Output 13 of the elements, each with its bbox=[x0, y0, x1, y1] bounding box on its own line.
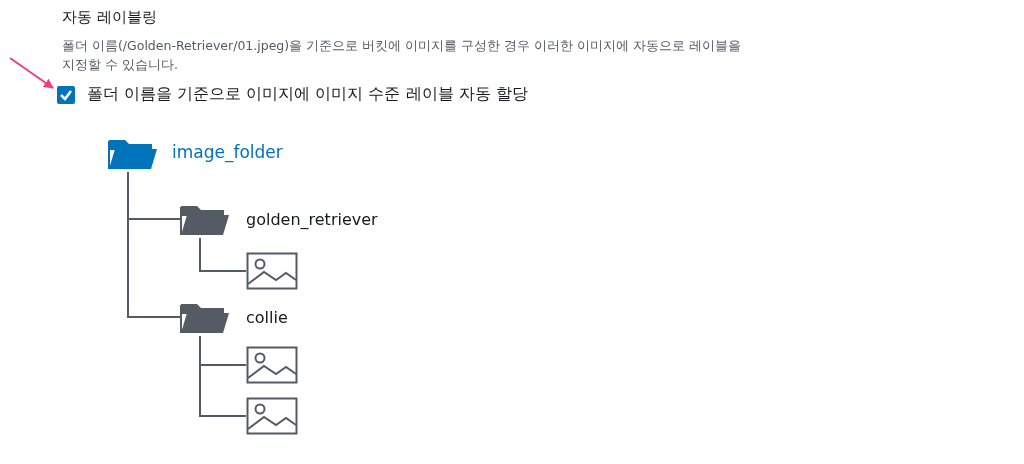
folder-name: golden_retriever bbox=[246, 210, 378, 229]
section-title: 자동 레이블링 bbox=[62, 8, 157, 27]
checkbox-label: 폴더 이름을 기준으로 이미지에 이미지 수준 레이블 자동 할당 bbox=[87, 84, 528, 105]
tree-connector bbox=[127, 171, 181, 318]
tree-connector bbox=[199, 335, 247, 417]
pointer-arrow bbox=[9, 57, 54, 89]
image-icon bbox=[246, 397, 298, 435]
image-icon bbox=[246, 252, 298, 290]
tree-connector bbox=[199, 237, 247, 272]
image-icon bbox=[246, 346, 298, 384]
description-text: 폴더 이름(/Golden-Retriever/01.jpeg)을 기준으로 버킷에 이미지를 구성한 경우 이러한 이미지에 자동으로 레이블을 지정할 수 있습니다. bbox=[62, 37, 742, 74]
folder-name: image_folder bbox=[172, 142, 283, 162]
folder-name: collie bbox=[246, 308, 288, 327]
